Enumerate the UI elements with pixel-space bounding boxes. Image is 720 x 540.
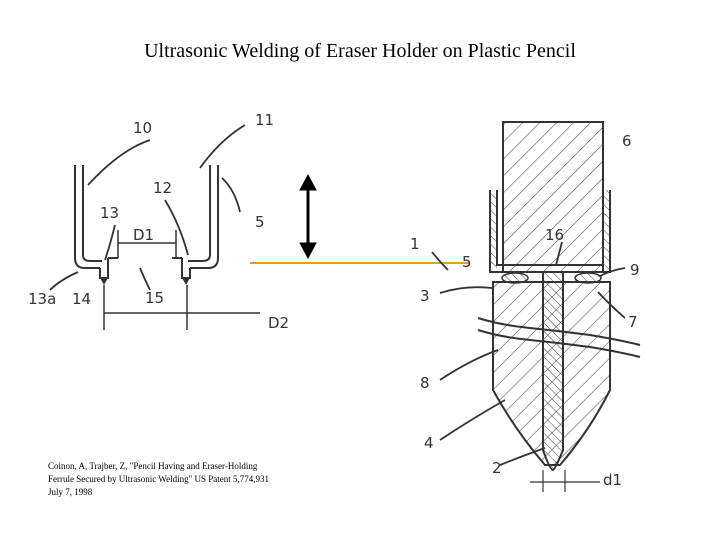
label-11: 11 — [255, 111, 274, 129]
citation-line-2: Ferrule Secured by Ultrasonic Welding" U… — [48, 474, 269, 484]
vertical-motion-arrow — [299, 173, 317, 260]
label-5-right: 5 — [462, 253, 472, 271]
label-15: 15 — [145, 289, 164, 307]
label-1: 1 — [410, 235, 420, 253]
patent-citation: Coinon, A, Trajber, Z, "Pencil Having an… — [48, 460, 269, 499]
label-5-left: 5 — [255, 213, 265, 231]
label-9: 9 — [630, 261, 640, 279]
weld-energy-directors — [100, 278, 190, 285]
right-leader-lines — [431, 241, 626, 466]
label-10: 10 — [133, 119, 152, 137]
label-2: 2 — [492, 459, 502, 477]
label-d2: D2 — [268, 314, 289, 332]
label-16: 16 — [545, 226, 564, 244]
left-ferrule-drawing — [74, 165, 219, 279]
label-7: 7 — [628, 313, 638, 331]
citation-line-1: Coinon, A, Trajber, Z, "Pencil Having an… — [48, 461, 258, 471]
citation-line-3: July 7, 1998 — [48, 487, 93, 497]
label-4: 4 — [424, 434, 434, 452]
label-12: 12 — [153, 179, 172, 197]
label-6: 6 — [622, 132, 632, 150]
label-3: 3 — [420, 287, 430, 305]
diagram-title: Ultrasonic Welding of Eraser Holder on P… — [144, 40, 576, 62]
label-14: 14 — [72, 290, 91, 308]
label-8: 8 — [420, 374, 430, 392]
label-d1-small: d1 — [603, 471, 622, 489]
label-d1: D1 — [133, 226, 154, 244]
label-13a: 13a — [28, 290, 56, 308]
dimension-d2 — [103, 285, 260, 330]
label-13: 13 — [100, 204, 119, 222]
right-pencil-drawing — [477, 121, 641, 492]
dimension-d1 — [117, 230, 177, 258]
left-leader-lines — [49, 124, 246, 291]
